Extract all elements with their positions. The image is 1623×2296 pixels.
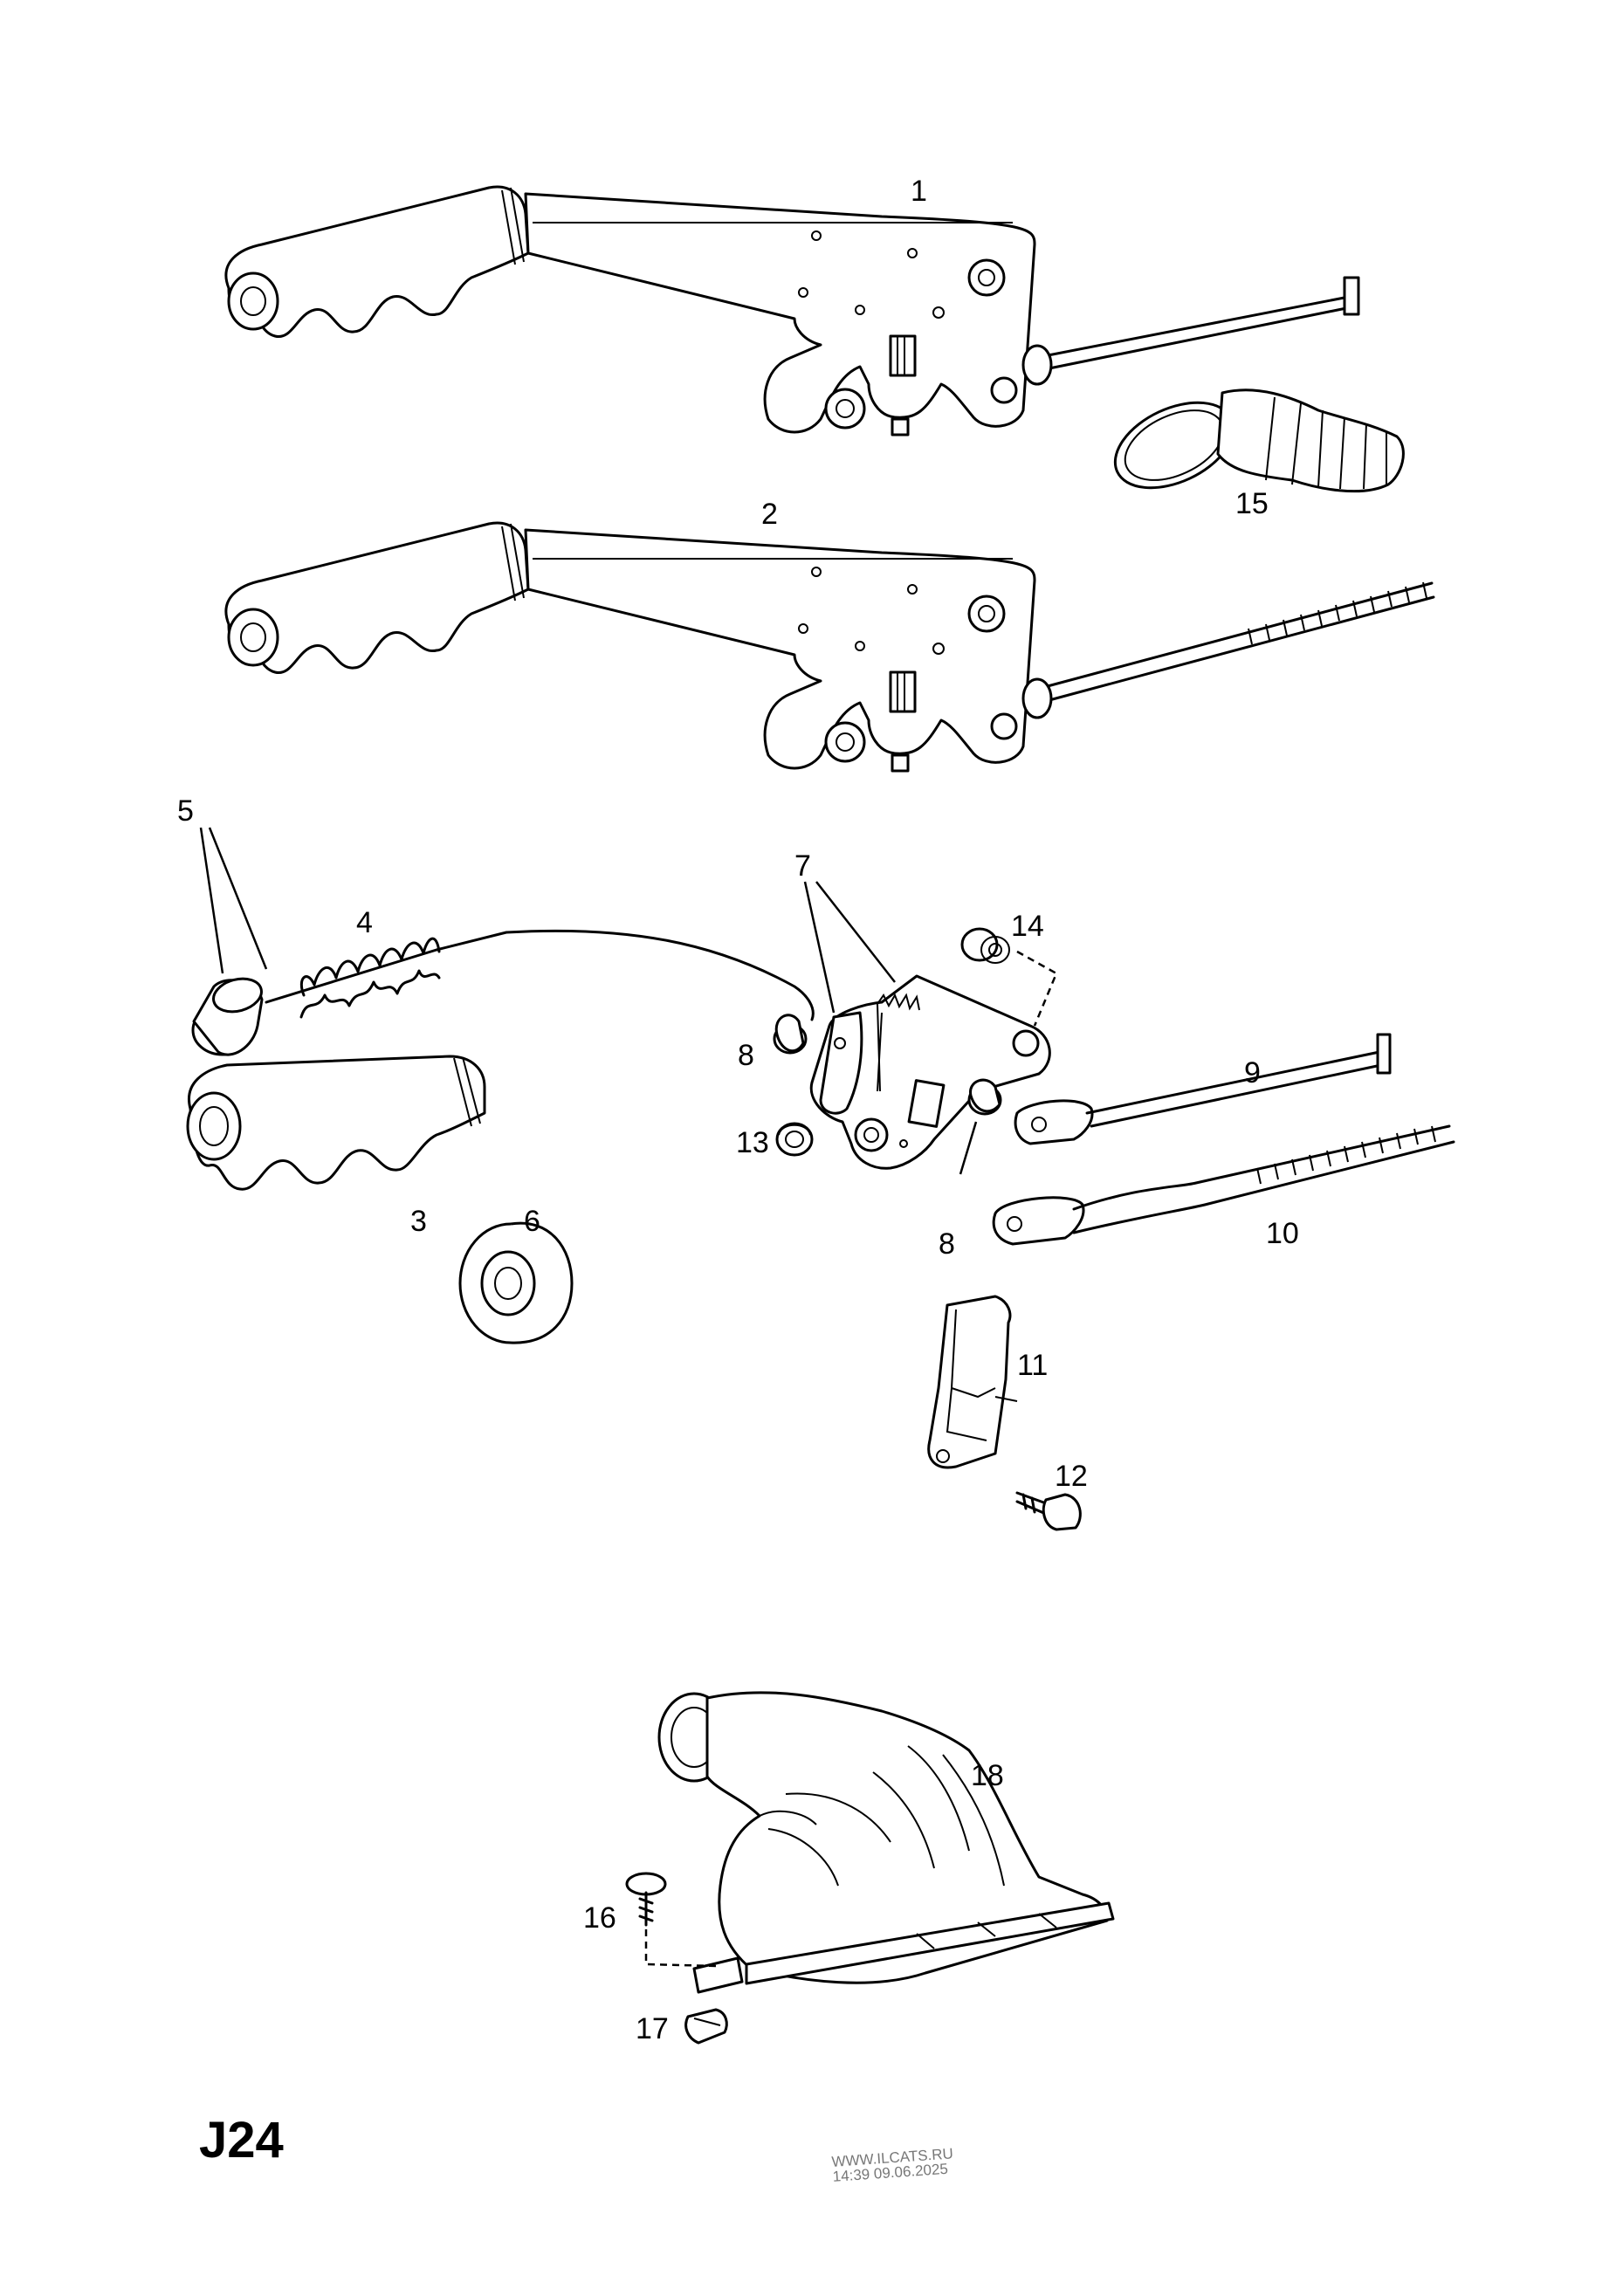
callout-9: 9 <box>1244 1056 1261 1090</box>
callout-3: 3 <box>410 1205 427 1238</box>
callouts: 1 2 3 4 5 6 7 8 8 9 10 11 12 13 14 15 16… <box>177 175 1299 2045</box>
callout-8-upper: 8 <box>738 1039 754 1072</box>
callout-17: 17 <box>636 2012 669 2045</box>
part-2-lever-assembly <box>224 521 1435 773</box>
callout-15: 15 <box>1235 487 1269 520</box>
callout-4: 4 <box>356 906 373 939</box>
callout-12: 12 <box>1055 1460 1088 1493</box>
callout-10: 10 <box>1266 1217 1299 1250</box>
callout-7: 7 <box>794 849 811 883</box>
leader-lines <box>199 827 978 1175</box>
part-8-bush-upper <box>773 1014 808 1055</box>
callout-11: 11 <box>1017 1349 1048 1382</box>
part-18-gaiter <box>657 1691 1115 1994</box>
part-12-screw <box>1015 1491 1082 1531</box>
part-9-rod <box>1014 1033 1392 1145</box>
part-7-ratchet-pawl <box>809 974 1051 1170</box>
part-15-boot <box>1113 388 1405 493</box>
part-17-clip <box>684 2008 728 2045</box>
part-14-bush <box>960 927 1058 1027</box>
part-10-threaded-rod <box>992 1124 1455 1246</box>
callout-5: 5 <box>177 794 194 828</box>
callout-8-lower: 8 <box>939 1227 955 1261</box>
page-code: J24 <box>199 2112 284 2169</box>
part-5-button <box>191 977 264 1056</box>
callout-2: 2 <box>761 498 778 531</box>
callout-18: 18 <box>971 1759 1004 1792</box>
part-8-bush-lower <box>967 1078 1002 1116</box>
callout-6: 6 <box>524 1205 540 1238</box>
part-1-lever-assembly <box>224 185 1360 437</box>
part-13-bush <box>775 1122 814 1157</box>
callout-16: 16 <box>583 1901 616 1935</box>
part-11-switch <box>927 1295 1018 1469</box>
callout-1: 1 <box>911 175 927 208</box>
callout-13: 13 <box>736 1126 769 1159</box>
part-4-push-rod-spring <box>265 929 815 1021</box>
part-3-grip <box>186 1055 486 1191</box>
callout-14: 14 <box>1011 910 1044 943</box>
part-6-grommet <box>458 1221 574 1344</box>
part-16-screw <box>625 1872 717 1968</box>
